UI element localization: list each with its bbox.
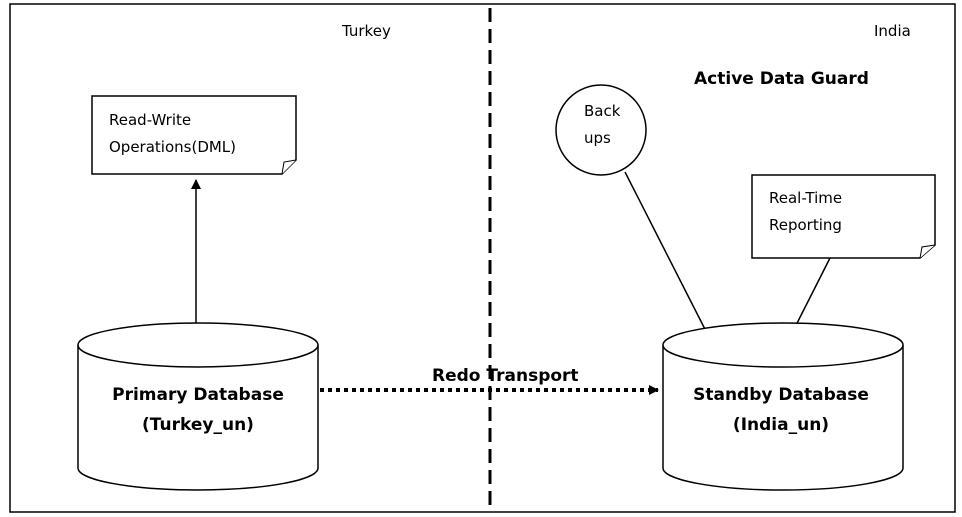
backups-circle: Back ups	[555, 84, 647, 176]
read-write-note-line1: Read-Write	[109, 111, 191, 129]
active-data-guard-title: Active Data Guard	[694, 69, 869, 89]
region-label-turkey: Turkey	[341, 22, 391, 40]
backups-arrow	[624, 171, 713, 344]
primary-database-name: Primary Database	[112, 385, 284, 405]
real-time-note-line1: Real-Time	[769, 189, 842, 207]
real-time-note: Real-Time Reporting	[751, 174, 936, 259]
read-write-note-line2: Operations(DML)	[109, 138, 236, 156]
redo-transport-label: Redo Transport	[432, 366, 579, 386]
backups-line2: ups	[584, 129, 611, 147]
standby-database-id: (India_un)	[733, 415, 829, 435]
region-label-india: India	[874, 22, 911, 40]
primary-database: Primary Database (Turkey_un)	[77, 322, 319, 491]
standby-database-name: Standby Database	[693, 385, 869, 405]
backups-line1: Back	[584, 102, 621, 120]
primary-database-id: (Turkey_un)	[142, 415, 254, 435]
real-time-note-line2: Reporting	[769, 216, 842, 234]
standby-database: Standby Database (India_un)	[662, 322, 904, 491]
read-write-note: Read-Write Operations(DML)	[91, 95, 297, 175]
